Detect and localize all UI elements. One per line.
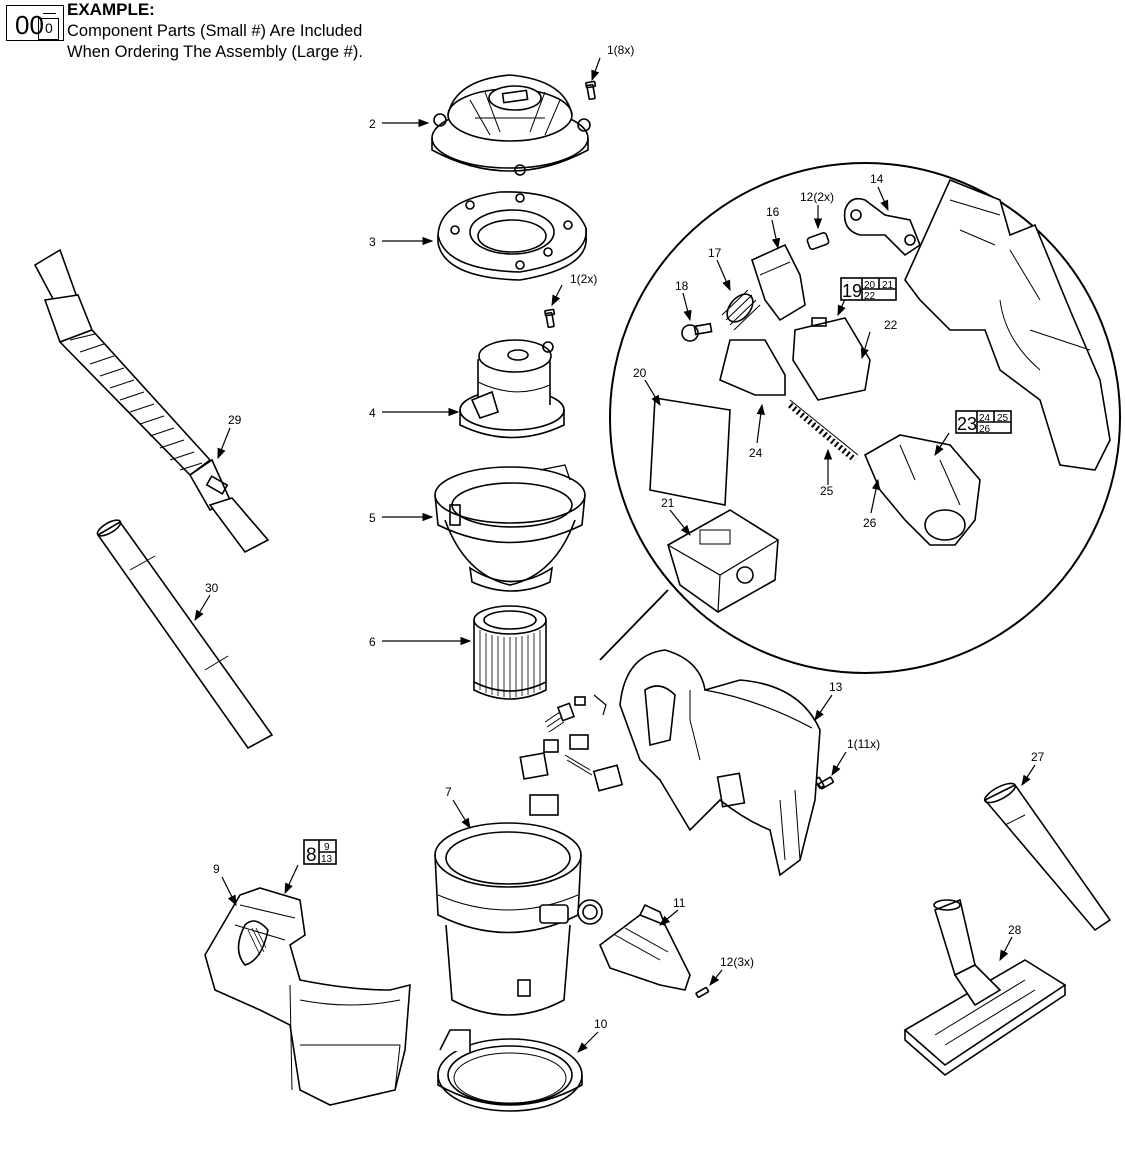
callout-28: 28: [1008, 923, 1022, 937]
assembly-23-sub-25: 25: [997, 413, 1009, 424]
part-13-main-housing: [619, 649, 821, 877]
legend-assembly-number: 00: [15, 10, 44, 40]
part-30-extension-wand: [96, 519, 274, 750]
assembly-19-main: 19: [842, 281, 862, 301]
callout-9: 9: [213, 862, 220, 876]
callout-11: 11: [673, 896, 686, 910]
screw-1-11x: [814, 776, 834, 790]
legend-component-number: 0: [45, 20, 53, 36]
assembly-19-sub-20: 20: [864, 280, 876, 291]
callout-22: 22: [884, 318, 898, 332]
legend-component-box: [38, 18, 59, 40]
assembly-23-sub-24: 24: [979, 413, 991, 424]
legend-title: EXAMPLE:: [67, 0, 155, 19]
callout-leaders: [194, 57, 1036, 1053]
assembly-box-19: 19 20 21 22: [840, 277, 897, 302]
callout-4: 4: [369, 406, 376, 420]
assembly-box-8: 8 9 13: [303, 839, 337, 866]
detail-magnification-circle: [599, 162, 1121, 674]
legend-line-2: When Ordering The Assembly (Large #).: [67, 43, 363, 61]
callout-24: 24: [749, 446, 763, 460]
part-27-crevice-tool: [983, 782, 1112, 932]
part-11-crevice-nozzle: [599, 903, 691, 991]
callout-26: 26: [863, 516, 877, 530]
assembly-19-sub-22: 22: [864, 291, 876, 302]
part-3-mounting-plate: [437, 191, 587, 281]
part-29-flexible-hose: [33, 248, 270, 554]
part-5-filter-housing: [434, 464, 586, 592]
callout-1-8x: 1(8x): [607, 43, 634, 57]
callout-29: 29: [228, 413, 242, 427]
callout-16: 16: [766, 205, 780, 219]
callout-1-2x: 1(2x): [570, 272, 597, 286]
callout-12-2x: 12(2x): [800, 190, 834, 204]
callout-27: 27: [1031, 750, 1045, 764]
assembly-23-main: 23: [957, 414, 977, 434]
callout-13: 13: [829, 680, 843, 694]
callout-17: 17: [708, 246, 722, 260]
screw-12-3x: [695, 986, 710, 999]
part-9-vacuum-body: [204, 887, 411, 1106]
assembly-23-sub-26: 26: [979, 424, 991, 435]
part-10-drum-base: [437, 1029, 583, 1112]
callout-1-11x: 1(11x): [847, 737, 880, 751]
legend-divider: [43, 13, 56, 14]
legend-example-box: 00: [6, 5, 64, 41]
callout-21: 21: [661, 496, 675, 510]
callout-12-3x: 12(3x): [720, 955, 754, 969]
assembly-8-main: 8: [306, 845, 317, 866]
assembly-8-sub-9: 9: [324, 842, 330, 853]
callout-labels: 1(8x) 2 3 1(2x) 4 5 6 7 9 10 11 12(3x) 1…: [205, 43, 1045, 1031]
callout-7: 7: [445, 785, 452, 799]
callout-10: 10: [594, 1017, 608, 1031]
callout-5: 5: [369, 511, 376, 525]
callout-30: 30: [205, 581, 219, 595]
callout-20: 20: [633, 366, 647, 380]
assembly-box-23: 23 24 25 26: [955, 410, 1012, 435]
screw-1-8x: [585, 80, 597, 101]
part-28-floor-tool: [903, 898, 1067, 1077]
callout-18: 18: [675, 279, 689, 293]
part-2-motor-cover: [431, 74, 591, 176]
part-4-motor: [459, 339, 565, 439]
assembly-19-sub-21: 21: [882, 280, 894, 291]
part-7-collection-drum: [434, 822, 603, 1016]
callout-25: 25: [820, 484, 834, 498]
callout-14: 14: [870, 172, 884, 186]
screw-1-2x: [544, 308, 556, 329]
part-6-cartridge-filter: [473, 605, 547, 700]
callout-3: 3: [369, 235, 376, 249]
legend-line-1: Component Parts (Small #) Are Included: [67, 22, 363, 40]
assembly-8-sub-13: 13: [321, 854, 333, 865]
callout-6: 6: [369, 635, 376, 649]
callout-2: 2: [369, 117, 376, 131]
switch-small-parts: [519, 694, 624, 816]
